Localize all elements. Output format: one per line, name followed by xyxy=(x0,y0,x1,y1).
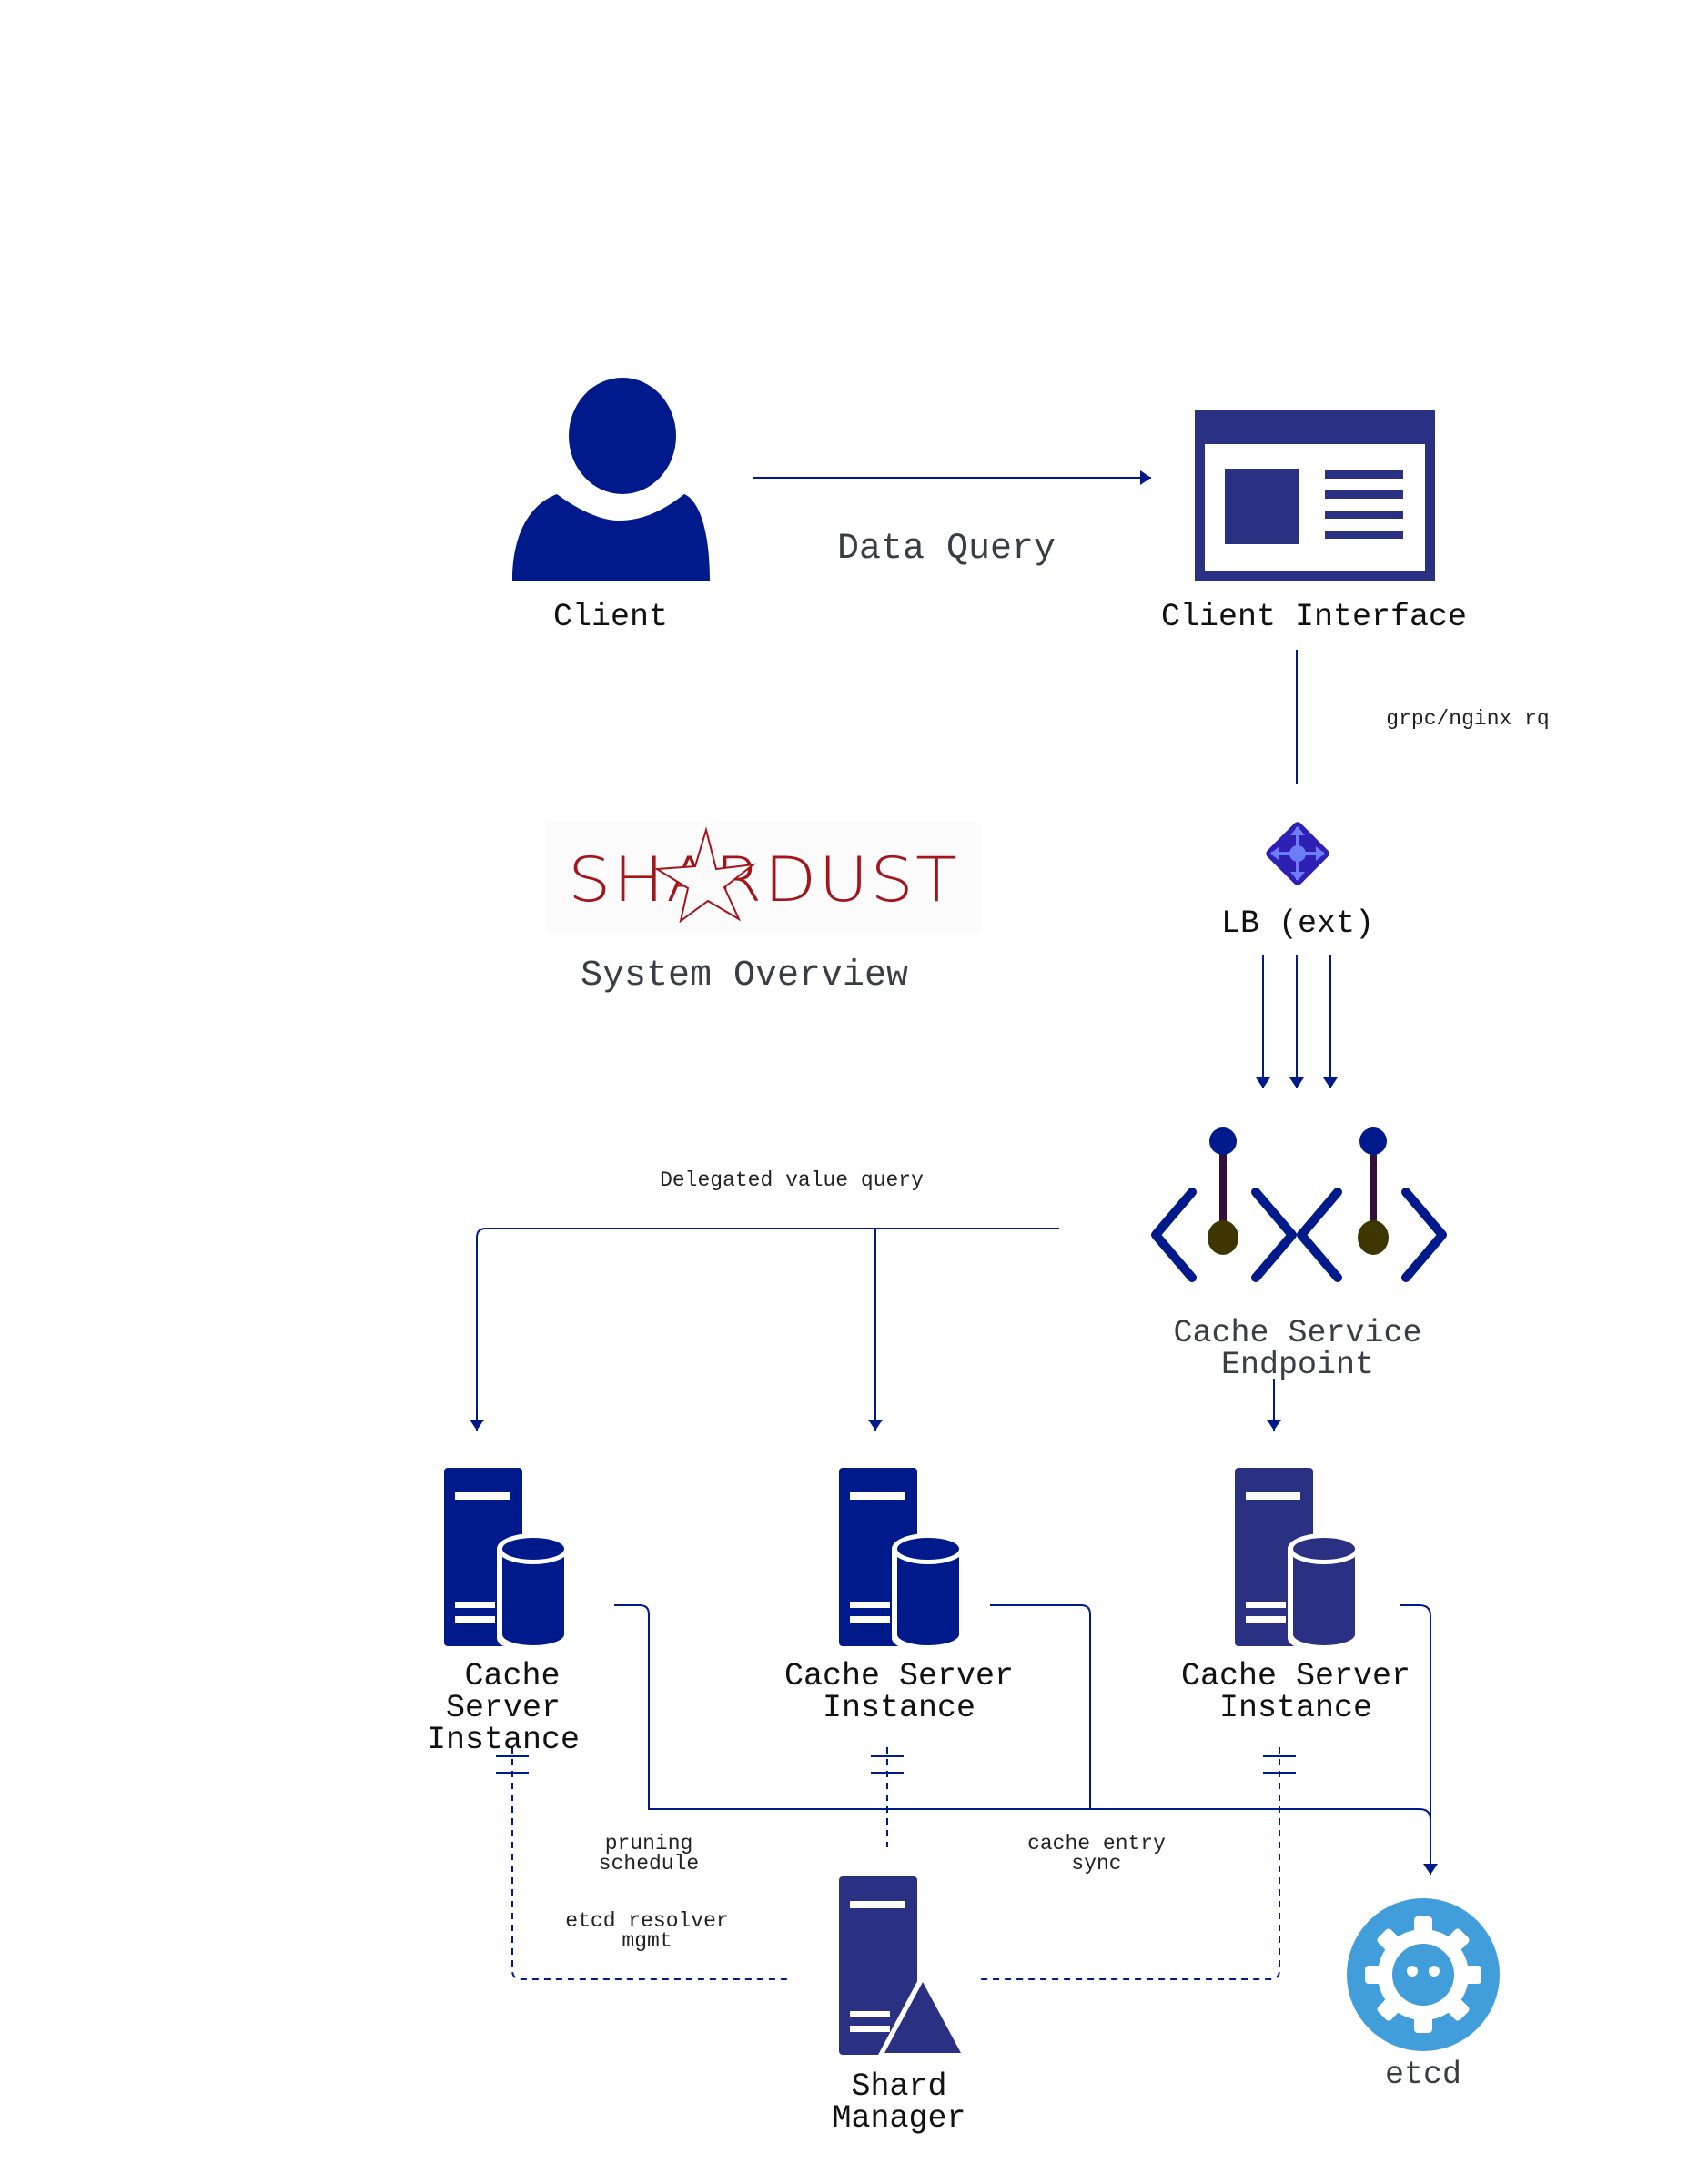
server-database-icon xyxy=(444,1468,570,1653)
edge-cache3-etcd xyxy=(1400,1604,1431,1820)
edge-delegated-query xyxy=(470,1228,1059,1431)
cache-server-instance-3[interactable]: Cache Server Instance xyxy=(1181,1468,1410,1726)
client-label: Client xyxy=(553,599,668,635)
cache1-label-line2: Server xyxy=(446,1690,561,1726)
cache3-label-line1: Cache Server xyxy=(1181,1658,1410,1694)
shard-manager-label-line2: Manager xyxy=(832,2100,965,2137)
logo-text: SHARDUST xyxy=(568,844,959,916)
cardinality-marker-cache3 xyxy=(1263,1755,1296,1774)
pruning-label-line1: pruning xyxy=(605,1832,693,1855)
cache-server-instance-2[interactable]: Cache Server Instance xyxy=(784,1468,1014,1726)
edge-cache3-shard-manager xyxy=(978,1747,1280,1980)
etcd-label: etcd xyxy=(1385,2057,1461,2093)
delegated-query-label: Delegated value query xyxy=(660,1168,924,1192)
data-query-label: Data Query xyxy=(837,529,1056,570)
shard-manager-node[interactable]: Shard Manager xyxy=(832,1876,968,2137)
edge-cache2-etcd xyxy=(990,1604,1091,1809)
etcd-node[interactable]: etcd xyxy=(1347,1898,1500,2093)
shardust-logo: SHARDUST xyxy=(546,822,981,934)
star-icon xyxy=(653,826,757,924)
etcd-icon xyxy=(1347,1898,1500,2051)
edge-cache1-shard-manager xyxy=(511,1747,787,1980)
browser-window-icon xyxy=(1195,410,1435,581)
cache2-label-line2: Instance xyxy=(823,1690,975,1726)
cache3-label-line2: Instance xyxy=(1219,1690,1372,1726)
page-title: System Overview xyxy=(581,956,908,996)
cache1-label-line1: Cache xyxy=(464,1658,560,1694)
server-database-icon xyxy=(839,1468,965,1653)
client-interface-label: Client Interface xyxy=(1161,599,1467,635)
cache1-label-line3: Instance xyxy=(427,1722,580,1758)
resolver-label-line1: etcd resolver xyxy=(565,1909,728,1933)
cache-service-endpoint-node[interactable]: Cache Service Endpoint xyxy=(1151,1127,1447,1383)
cache-service-endpoint-label-line2: Endpoint xyxy=(1221,1347,1374,1383)
service-endpoint-icon xyxy=(1151,1127,1447,1282)
cardinality-marker-cache1 xyxy=(496,1755,529,1774)
edges xyxy=(470,470,1438,1980)
lb-node[interactable]: LB (ext) xyxy=(1221,820,1374,942)
client-node[interactable]: Client xyxy=(512,378,710,635)
cache-server-instance-1[interactable]: Cache Server Instance xyxy=(427,1468,580,1758)
cache-service-endpoint-label-line1: Cache Service xyxy=(1173,1315,1421,1351)
lb-label: LB (ext) xyxy=(1221,905,1374,942)
load-balancer-icon xyxy=(1266,822,1329,885)
cache2-label-line1: Cache Server xyxy=(784,1658,1014,1694)
pruning-label-line2: schedule xyxy=(599,1852,699,1876)
server-warning-icon xyxy=(839,1876,968,2057)
user-icon xyxy=(512,378,710,581)
cardinality-marker-cache2 xyxy=(871,1755,904,1774)
grpc-label: grpc/nginx rq xyxy=(1386,707,1549,731)
client-interface-node[interactable]: Client Interface xyxy=(1161,410,1467,635)
shard-manager-label-line1: Shard xyxy=(851,2068,946,2105)
sync-label-line1: cache entry xyxy=(1027,1832,1166,1855)
server-database-icon xyxy=(1235,1468,1360,1653)
resolver-label-line2: mgmt xyxy=(622,1929,672,1953)
sync-label-line2: sync xyxy=(1071,1852,1121,1876)
